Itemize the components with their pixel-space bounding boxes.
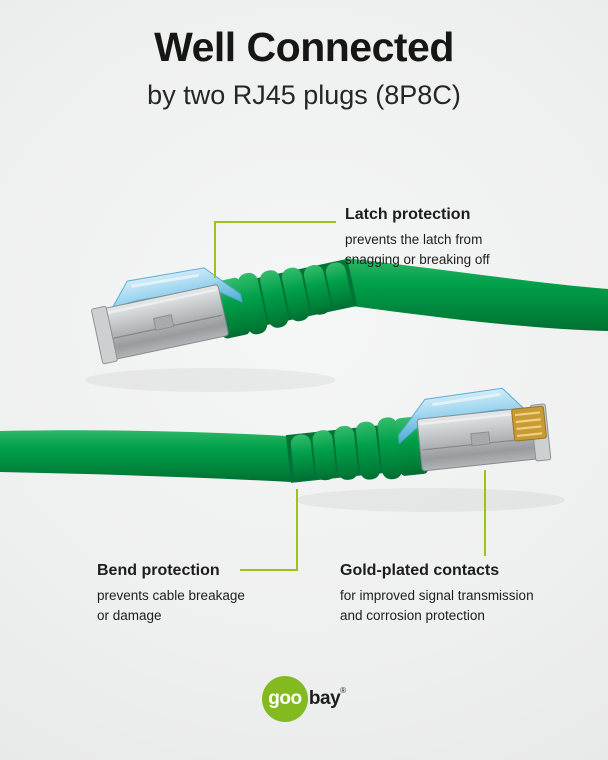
annotation-latch-protection: Latch protection prevents the latch from… xyxy=(345,206,490,270)
annotation-bend-text-line2: or damage xyxy=(97,608,162,623)
annotation-gold-title: Gold-plated contacts xyxy=(340,562,500,579)
annotation-latch-text-line1: prevents the latch from xyxy=(345,232,483,247)
annotation-latch-text-line2: snagging or breaking off xyxy=(345,252,490,267)
annotation-latch-title: Latch protection xyxy=(345,206,471,223)
goobay-logo-circle: goo xyxy=(261,676,308,722)
plug-bottom-shadow xyxy=(295,488,565,512)
leader-line-latch xyxy=(214,221,336,278)
plug-top-shadow xyxy=(85,368,335,392)
goobay-logo-goo: goo xyxy=(268,688,302,709)
gold-contacts xyxy=(510,404,548,443)
header: Well Connected by two RJ45 plugs (8P8C) xyxy=(0,24,608,111)
leader-line-bend xyxy=(240,489,298,571)
cable-bottom xyxy=(0,430,291,482)
annotation-gold-contacts: Gold-plated contacts for improved signal… xyxy=(340,562,534,626)
rj45-plug-top xyxy=(85,233,361,369)
annotation-bend-title: Bend protection xyxy=(97,562,220,579)
goobay-logo-bay: bay xyxy=(308,688,341,709)
annotation-gold-text-line2: and corrosion protection xyxy=(340,608,485,623)
registered-trademark-mark: ® xyxy=(340,686,347,695)
annotation-gold-text-line1: for improved signal transmission xyxy=(340,588,534,603)
page-title: Well Connected xyxy=(154,24,454,70)
goobay-logo: goo bay ® xyxy=(0,676,608,722)
page-subtitle: by two RJ45 plugs (8P8C) xyxy=(147,80,461,110)
annotation-bend-protection: Bend protection prevents cable breakage … xyxy=(97,562,245,626)
annotation-bend-text-line1: prevents cable breakage xyxy=(97,588,245,603)
cable-top xyxy=(345,258,608,331)
rj45-plug-bottom xyxy=(281,382,553,492)
